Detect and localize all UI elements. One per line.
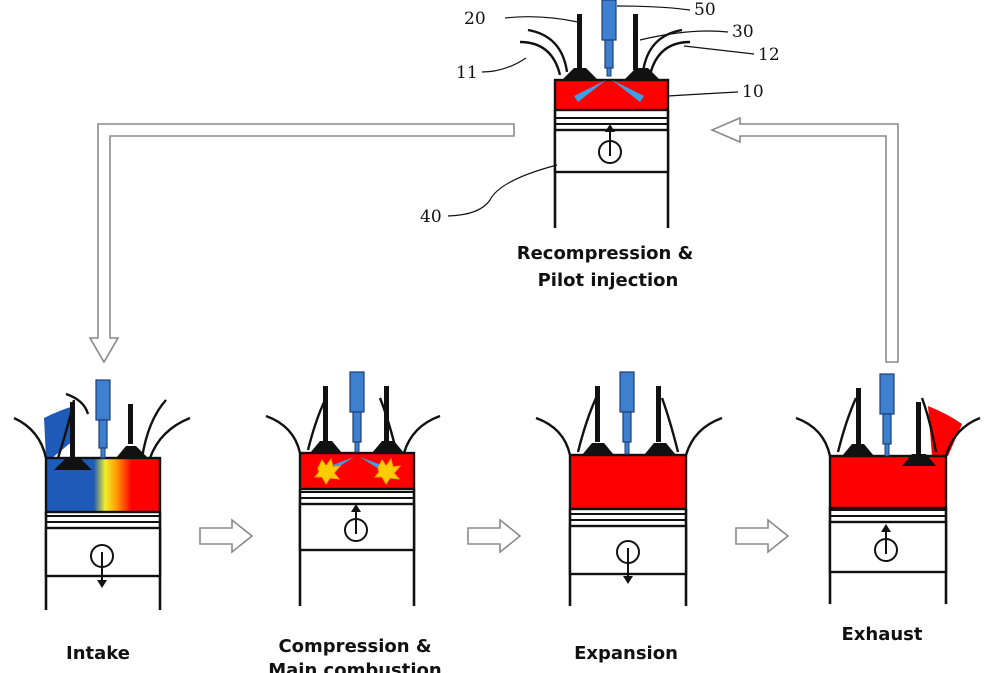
fuel-injector [95,379,111,421]
piston-down-arrow-icon [623,548,633,584]
stage-label-recompression-line1: Recompression & [517,243,694,264]
piston-up-arrow-icon [351,504,361,534]
flow-arrow-expansion-to-exhaust [735,518,790,554]
ref-numeral-11: 11 [456,63,478,83]
fuel-injector [349,371,365,413]
piston [828,509,948,574]
intake-valve [54,458,92,470]
exhaust-valve [624,68,660,80]
intake-valve [310,441,342,453]
stage-label-expansion: Expansion [574,643,678,664]
piston-down-arrow-icon [97,552,107,588]
engine-recompression: 50 20 30 12 11 10 40 Recompression & Pil… [420,0,780,291]
piston-up-arrow-icon [605,124,615,156]
engine-compression: Compression & Main combustion [265,371,442,673]
fuel-injector [601,0,617,41]
engine-intake: Intake [13,379,191,664]
piston-up-arrow-icon [881,524,891,554]
intake-valve [562,68,598,80]
flow-arrow-intake-to-compression [199,518,254,554]
flame-right-icon [373,457,402,485]
ref-numeral-10: 10 [742,82,764,102]
intake-valve [842,444,874,456]
combustion-chamber [298,451,416,491]
piston [44,515,162,588]
ref-numeral-40: 40 [420,207,442,227]
flow-arrow-compression-to-expansion [467,518,522,554]
stage-label-recompression-line2: Pilot injection [538,270,679,291]
stage-label-compression-line2: Main combustion [268,660,441,673]
ref-numeral-30: 30 [732,22,754,42]
stage-label-intake: Intake [66,643,130,664]
fuel-injector [619,371,635,413]
combustion-chamber [568,453,688,511]
flame-left-icon [313,457,342,485]
flow-arrow-to-intake [88,123,515,364]
engine-expansion: Expansion [535,371,723,664]
ref-numeral-12: 12 [758,45,780,65]
stage-label-compression-line1: Compression & [278,636,431,657]
combustion-chamber [44,456,162,514]
exhaust-valve [902,454,936,466]
piston [298,491,416,552]
piston [568,513,688,584]
pilot-spray-left [574,80,606,102]
fuel-injector [879,373,895,415]
exhaust-valve [644,443,676,455]
engine-exhaust: Exhaust [795,373,981,645]
flow-arrow-from-exhaust [709,116,899,363]
exhaust-valve [372,441,404,453]
ref-numeral-20: 20 [464,9,486,29]
combustion-chamber [553,78,670,112]
stage-label-exhaust: Exhaust [842,624,923,645]
exhaust-valve [116,446,148,458]
ref-numeral-50: 50 [694,0,716,20]
intake-valve [582,443,614,455]
piston [553,117,670,174]
pilot-spray-right [612,80,644,102]
